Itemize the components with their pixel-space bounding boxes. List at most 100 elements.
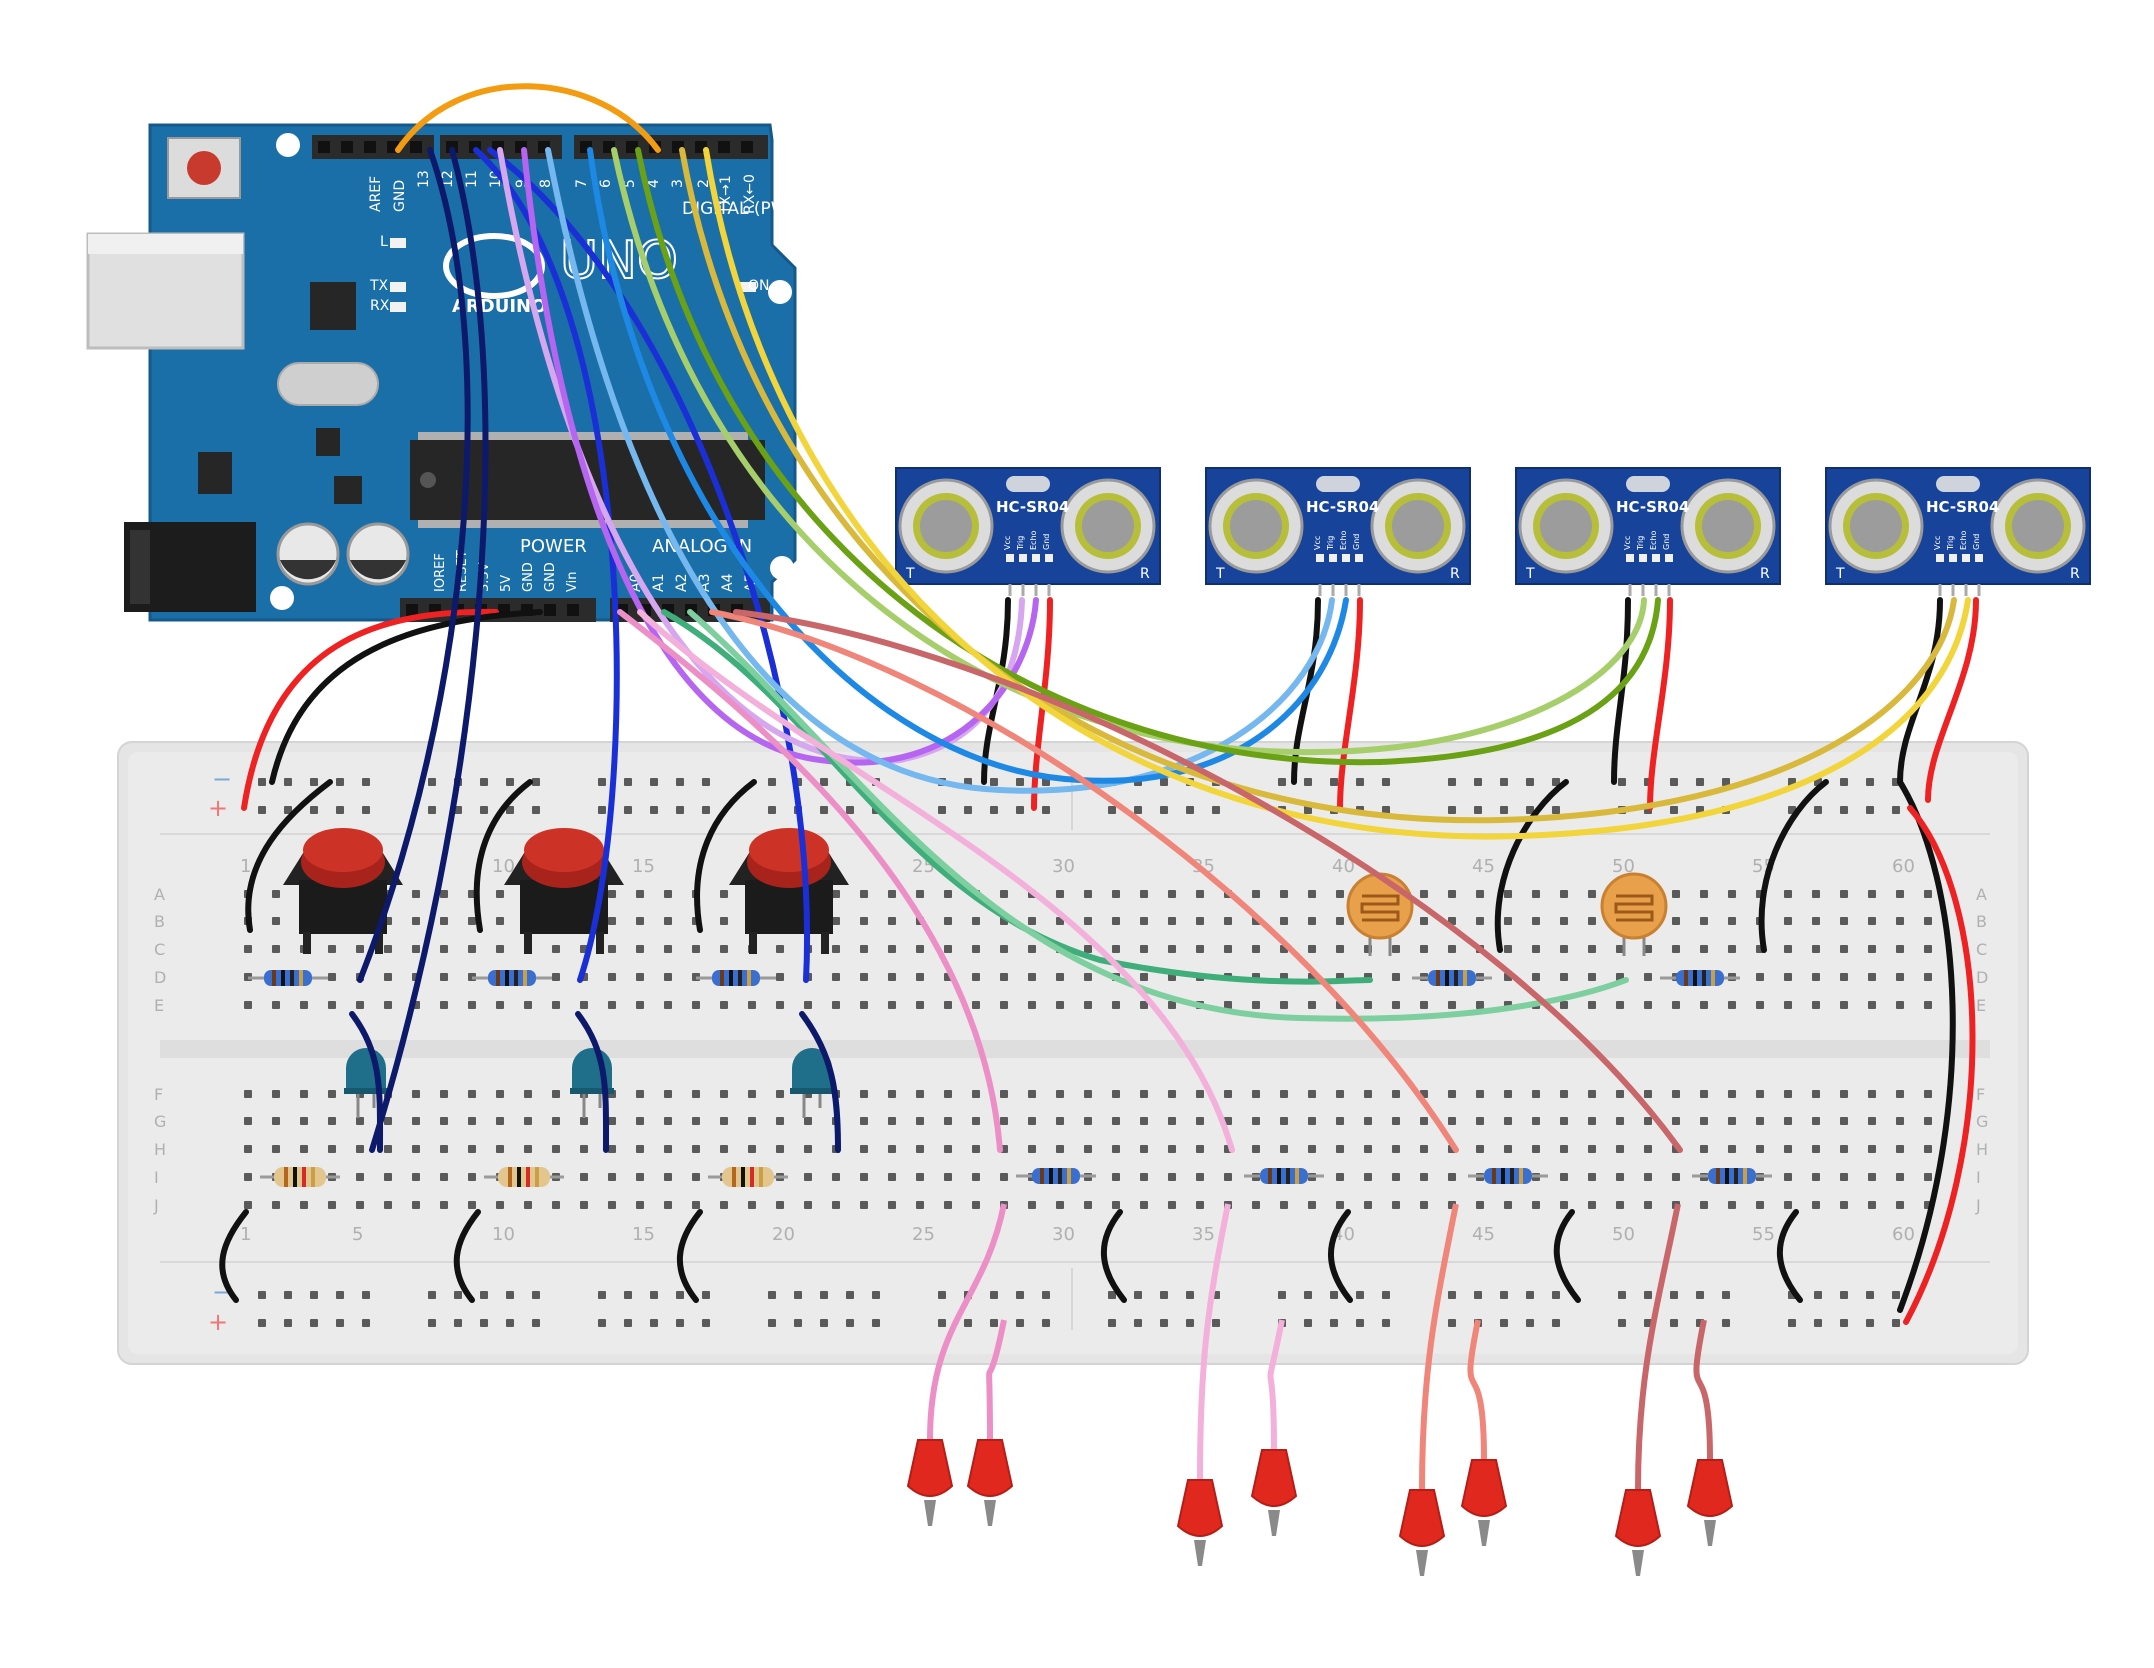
breadboard-hole[interactable] xyxy=(1252,1090,1260,1098)
breadboard-hole[interactable] xyxy=(636,1001,644,1009)
breadboard-hole[interactable] xyxy=(468,1090,476,1098)
breadboard-hole[interactable] xyxy=(1868,890,1876,898)
rail-hole[interactable] xyxy=(1840,1291,1848,1299)
rail-hole[interactable] xyxy=(310,806,318,814)
rail-hole[interactable] xyxy=(1448,778,1456,786)
rail-hole[interactable] xyxy=(1330,1319,1338,1327)
breadboard-hole[interactable] xyxy=(692,1001,700,1009)
breadboard-hole[interactable] xyxy=(804,1001,812,1009)
breadboard-hole[interactable] xyxy=(888,1001,896,1009)
breadboard-hole[interactable] xyxy=(1700,917,1708,925)
rail-hole[interactable] xyxy=(1618,778,1626,786)
breadboard-hole[interactable] xyxy=(1168,890,1176,898)
breadboard-hole[interactable] xyxy=(608,890,616,898)
breadboard-hole[interactable] xyxy=(1560,1173,1568,1181)
breadboard-hole[interactable] xyxy=(1140,917,1148,925)
breadboard-hole[interactable] xyxy=(860,890,868,898)
breadboard-hole[interactable] xyxy=(440,1117,448,1125)
sensor-pin[interactable] xyxy=(1626,554,1634,562)
rail-hole[interactable] xyxy=(1186,1319,1194,1327)
breadboard-hole[interactable] xyxy=(608,1173,616,1181)
breadboard-hole[interactable] xyxy=(1504,1201,1512,1209)
breadboard-hole[interactable] xyxy=(328,1201,336,1209)
breadboard-hole[interactable] xyxy=(524,1117,532,1125)
breadboard-hole[interactable] xyxy=(384,1001,392,1009)
sensor-pin[interactable] xyxy=(1032,554,1040,562)
alligator-clip[interactable] xyxy=(1614,1489,1662,1576)
rail-hole[interactable] xyxy=(1016,778,1024,786)
breadboard-hole[interactable] xyxy=(1700,945,1708,953)
rail-hole[interactable] xyxy=(768,1291,776,1299)
breadboard-hole[interactable] xyxy=(1448,1001,1456,1009)
breadboard-hole[interactable] xyxy=(1196,1117,1204,1125)
breadboard-hole[interactable] xyxy=(664,1145,672,1153)
breadboard-hole[interactable] xyxy=(1896,917,1904,925)
breadboard-hole[interactable] xyxy=(1308,917,1316,925)
breadboard-hole[interactable] xyxy=(1196,890,1204,898)
breadboard-hole[interactable] xyxy=(748,1090,756,1098)
breadboard-hole[interactable] xyxy=(860,1001,868,1009)
breadboard-hole[interactable] xyxy=(1252,890,1260,898)
rail-hole[interactable] xyxy=(1840,778,1848,786)
breadboard-hole[interactable] xyxy=(1000,1090,1008,1098)
breadboard-hole[interactable] xyxy=(916,1090,924,1098)
breadboard-hole[interactable] xyxy=(1000,973,1008,981)
sensor-pin[interactable] xyxy=(1962,554,1970,562)
breadboard-hole[interactable] xyxy=(916,1201,924,1209)
breadboard-hole[interactable] xyxy=(440,945,448,953)
breadboard-hole[interactable] xyxy=(916,1117,924,1125)
breadboard-hole[interactable] xyxy=(888,890,896,898)
rail-hole[interactable] xyxy=(1552,806,1560,814)
breadboard-hole[interactable] xyxy=(1868,1001,1876,1009)
breadboard-hole[interactable] xyxy=(440,1090,448,1098)
rail-hole[interactable] xyxy=(1356,1319,1364,1327)
rail-hole[interactable] xyxy=(428,806,436,814)
breadboard-hole[interactable] xyxy=(1392,1201,1400,1209)
breadboard-hole[interactable] xyxy=(244,945,252,953)
breadboard-hole[interactable] xyxy=(496,917,504,925)
breadboard-hole[interactable] xyxy=(1644,1090,1652,1098)
breadboard-hole[interactable] xyxy=(468,1201,476,1209)
rail-hole[interactable] xyxy=(1448,1291,1456,1299)
rail-hole[interactable] xyxy=(650,1319,658,1327)
rail-hole[interactable] xyxy=(1526,806,1534,814)
breadboard-hole[interactable] xyxy=(1336,1145,1344,1153)
rail-hole[interactable] xyxy=(872,1291,880,1299)
rail-hole[interactable] xyxy=(820,1319,828,1327)
breadboard-hole[interactable] xyxy=(468,1145,476,1153)
breadboard-hole[interactable] xyxy=(1924,890,1932,898)
breadboard-hole[interactable] xyxy=(720,1090,728,1098)
breadboard-hole[interactable] xyxy=(1364,1173,1372,1181)
breadboard-hole[interactable] xyxy=(1392,1117,1400,1125)
breadboard-hole[interactable] xyxy=(1588,917,1596,925)
breadboard-hole[interactable] xyxy=(580,1117,588,1125)
rail-hole[interactable] xyxy=(1722,778,1730,786)
breadboard-hole[interactable] xyxy=(1084,1145,1092,1153)
header-pin[interactable] xyxy=(410,141,422,153)
rail-hole[interactable] xyxy=(1474,778,1482,786)
breadboard-hole[interactable] xyxy=(524,1090,532,1098)
breadboard-hole[interactable] xyxy=(944,890,952,898)
breadboard-hole[interactable] xyxy=(1252,945,1260,953)
rail-hole[interactable] xyxy=(702,1319,710,1327)
breadboard-hole[interactable] xyxy=(1056,890,1064,898)
rail-hole[interactable] xyxy=(1042,1319,1050,1327)
breadboard-hole[interactable] xyxy=(552,1117,560,1125)
breadboard-hole[interactable] xyxy=(916,973,924,981)
breadboard-hole[interactable] xyxy=(1336,1173,1344,1181)
rail-hole[interactable] xyxy=(336,1319,344,1327)
rail-hole[interactable] xyxy=(846,1291,854,1299)
breadboard-hole[interactable] xyxy=(1616,945,1624,953)
breadboard-hole[interactable] xyxy=(1196,1145,1204,1153)
breadboard-hole[interactable] xyxy=(496,1001,504,1009)
breadboard-hole[interactable] xyxy=(1784,1117,1792,1125)
breadboard-hole[interactable] xyxy=(1756,1117,1764,1125)
breadboard-hole[interactable] xyxy=(1336,1117,1344,1125)
rail-hole[interactable] xyxy=(1382,778,1390,786)
breadboard-hole[interactable] xyxy=(1336,1090,1344,1098)
breadboard-hole[interactable] xyxy=(1840,945,1848,953)
rail-hole[interactable] xyxy=(1160,778,1168,786)
rail-hole[interactable] xyxy=(1356,778,1364,786)
rail-hole[interactable] xyxy=(938,1291,946,1299)
rail-hole[interactable] xyxy=(768,778,776,786)
